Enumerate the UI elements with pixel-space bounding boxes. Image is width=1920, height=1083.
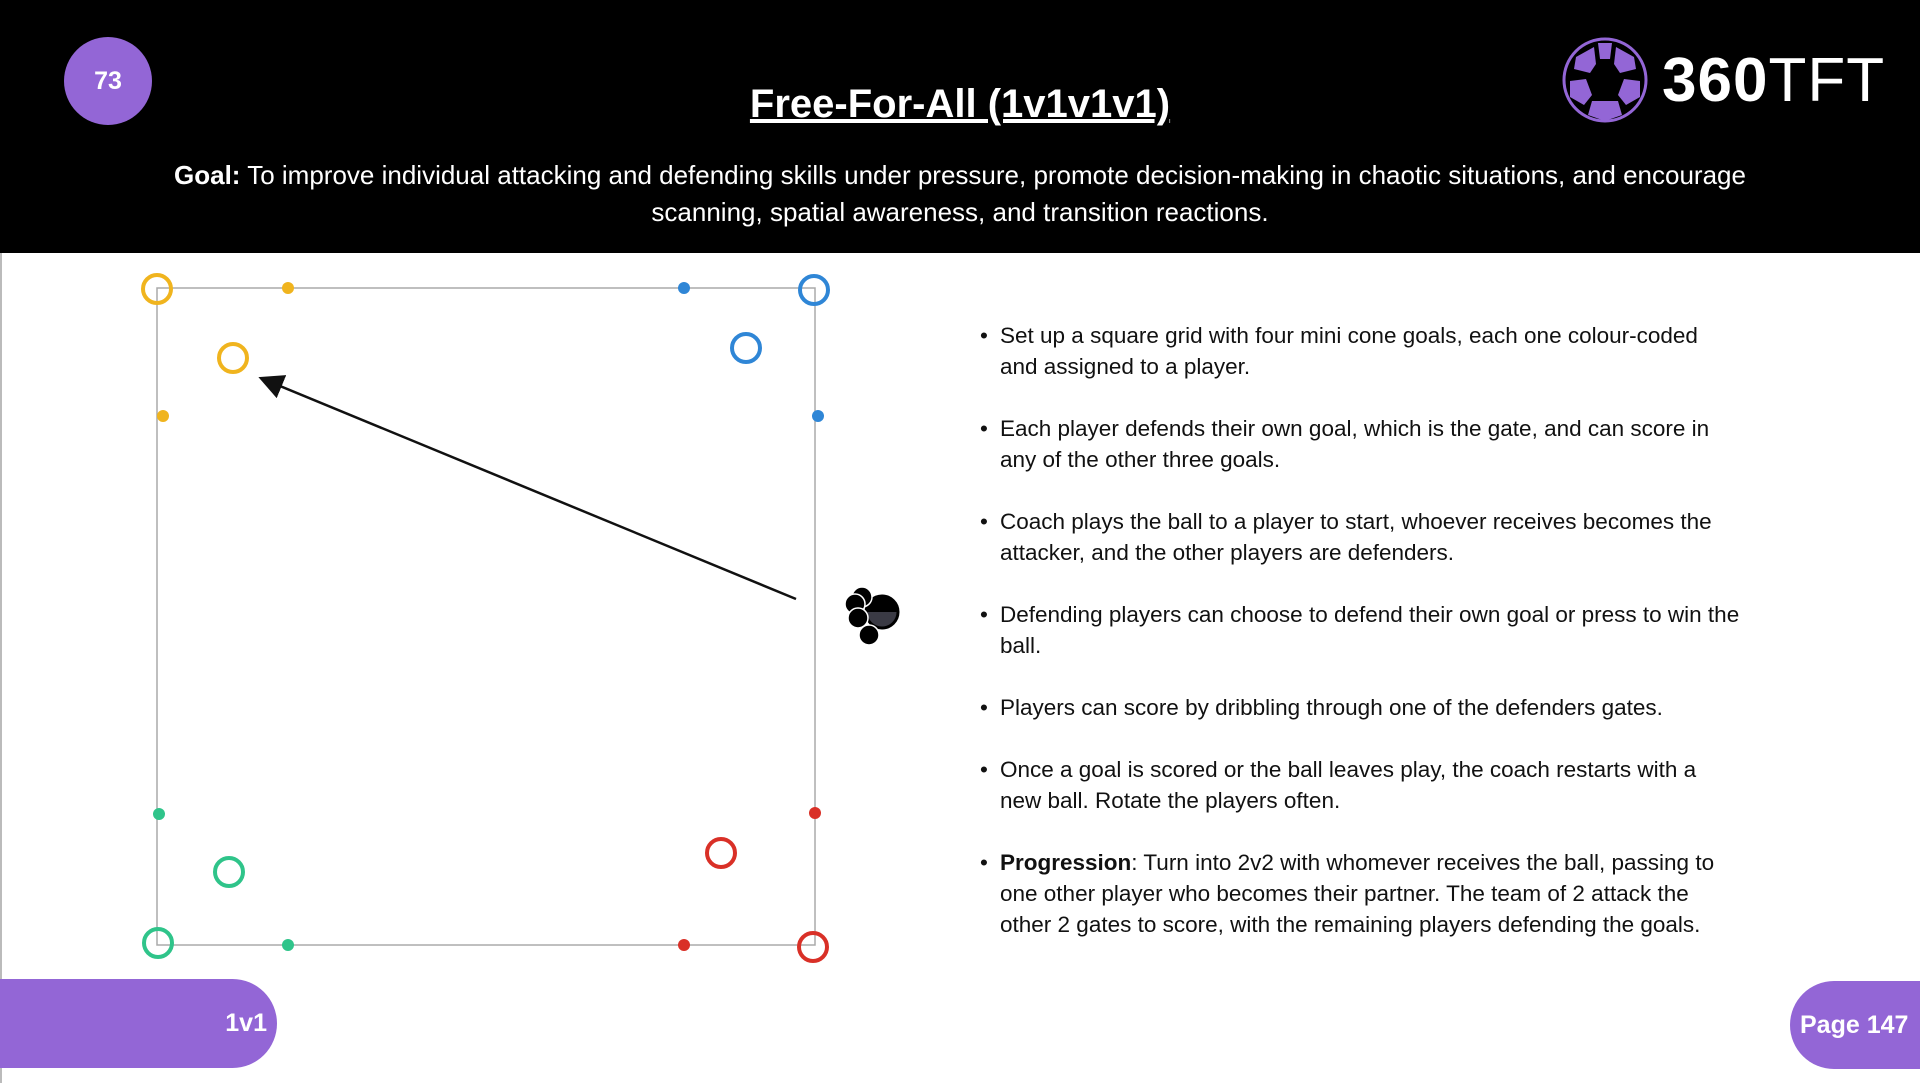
green-gate-marker bbox=[153, 808, 165, 820]
yellow-cone-corner bbox=[141, 273, 173, 305]
drill-diagram bbox=[141, 273, 900, 963]
pitch-grid bbox=[156, 287, 816, 946]
green-player bbox=[213, 856, 245, 888]
instructions-list: Set up a square grid with four mini cone… bbox=[980, 320, 1740, 971]
yellow-gate-marker bbox=[282, 282, 294, 294]
green-gate-marker bbox=[282, 939, 294, 951]
blue-player bbox=[730, 332, 762, 364]
logo-text: 360TFT bbox=[1662, 45, 1886, 115]
soccer-ball-logo-icon bbox=[1562, 37, 1648, 123]
red-player bbox=[705, 837, 737, 869]
session-number-badge: 73 bbox=[64, 37, 152, 125]
green-cone-corner bbox=[142, 927, 174, 959]
page-number-tab: Page 147 bbox=[1790, 981, 1920, 1069]
red-cone-corner bbox=[797, 931, 829, 963]
red-gate-marker bbox=[678, 939, 690, 951]
blue-gate-marker bbox=[678, 282, 690, 294]
goal-description: To improve individual attacking and defe… bbox=[240, 160, 1746, 227]
instruction-item: Players can score by dribbling through o… bbox=[980, 692, 1740, 723]
instruction-item: Set up a square grid with four mini cone… bbox=[980, 320, 1740, 382]
instruction-item: Coach plays the ball to a player to star… bbox=[980, 506, 1740, 568]
page-title: Free-For-All (1v1v1v1) bbox=[749, 82, 1171, 126]
pass-arrow bbox=[258, 375, 797, 601]
header: 73 Free-For-All (1v1v1v1) Goal: To impro… bbox=[0, 0, 1920, 253]
instruction-item: Progression: Turn into 2v2 with whomever… bbox=[980, 847, 1740, 940]
logo: 360TFT bbox=[1562, 37, 1885, 123]
section-tab: 1v1 bbox=[0, 979, 277, 1068]
goal-text: Goal: To improve individual attacking an… bbox=[140, 157, 1780, 231]
divider bbox=[0, 253, 2, 1083]
goal-label: Goal: bbox=[174, 160, 241, 190]
red-gate-marker bbox=[809, 807, 821, 819]
instruction-item: Each player defends their own goal, whic… bbox=[980, 413, 1740, 475]
yellow-gate-marker bbox=[157, 410, 169, 422]
coach-balls-icon bbox=[844, 586, 900, 646]
instruction-item: Once a goal is scored or the ball leaves… bbox=[980, 754, 1740, 816]
blue-gate-marker bbox=[812, 410, 824, 422]
yellow-player bbox=[217, 342, 249, 374]
instruction-item: Defending players can choose to defend t… bbox=[980, 599, 1740, 661]
blue-cone-corner bbox=[798, 274, 830, 306]
